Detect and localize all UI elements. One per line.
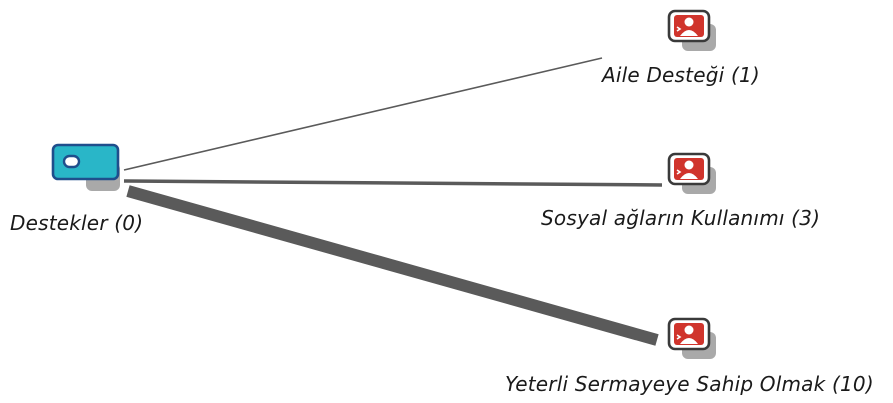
tag-icon[interactable] (50, 140, 126, 196)
person-card-icon[interactable] (666, 151, 720, 195)
person-card-icon[interactable] (666, 8, 720, 52)
target-node-label: Aile Desteği (1) (602, 63, 760, 87)
edge-yeterli-sermaye (126, 185, 659, 346)
edge-aile-destegi (123, 57, 603, 171)
target-node-label: Sosyal ağların Kullanımı (3) (541, 206, 821, 230)
edge-sosyal-aglar (123, 179, 663, 187)
source-node-label: Destekler (0) (10, 211, 144, 235)
target-node-label: Yeterli Sermayeye Sahip Olmak (10) (505, 372, 874, 396)
person-card-icon[interactable] (666, 316, 720, 360)
